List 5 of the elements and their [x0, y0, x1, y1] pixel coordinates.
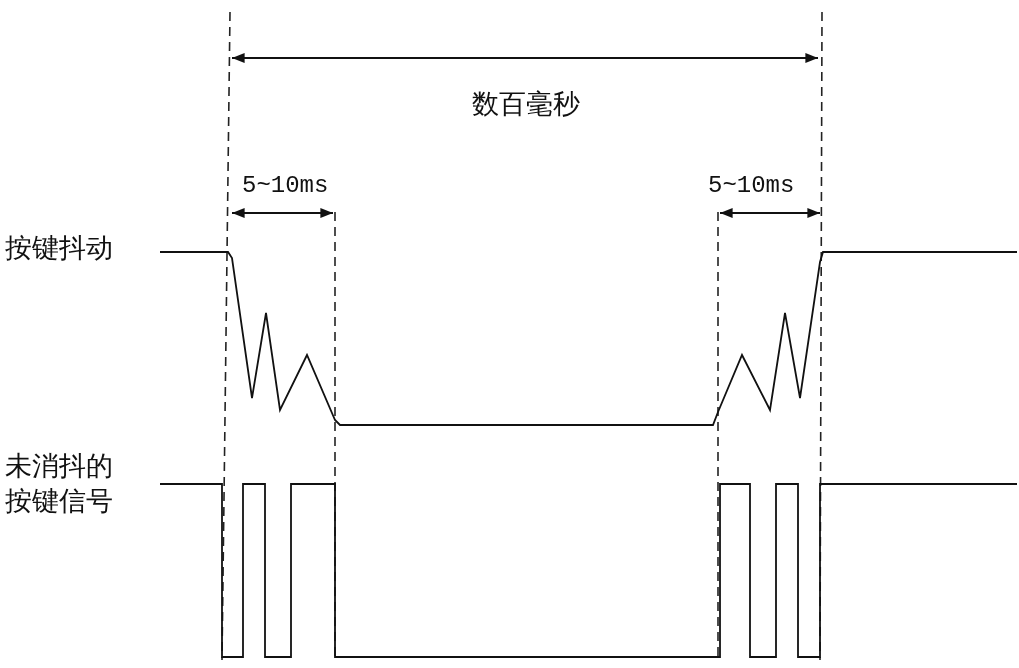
- signal-name: 按键抖动: [5, 231, 114, 265]
- dimension-label: 5~10ms: [242, 171, 330, 201]
- dimension-label: 数百毫秒: [472, 87, 581, 121]
- signal-name: 未消抖的按键信号: [5, 449, 114, 519]
- dimension-label: 5~10ms: [708, 171, 796, 201]
